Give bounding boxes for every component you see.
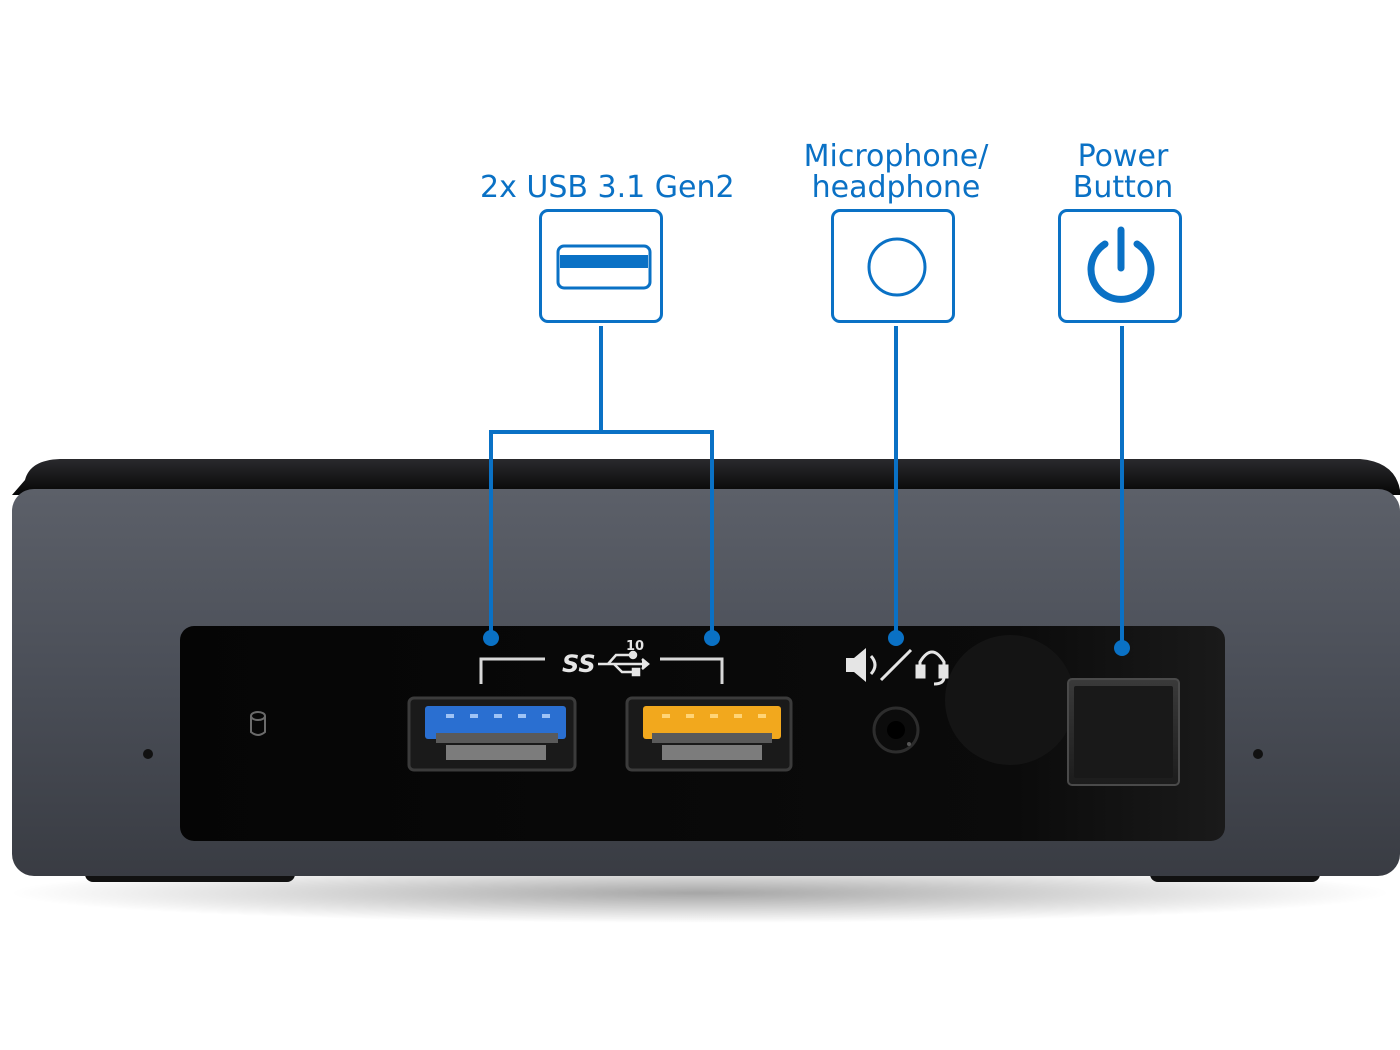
- audio-jack: [872, 706, 920, 754]
- right-indicator-dot: [1253, 749, 1263, 759]
- audio-callout-label: Microphone/ headphone: [790, 141, 1002, 203]
- usb-label-text: 2x USB 3.1 Gen2: [480, 170, 735, 205]
- headset-icon: [915, 650, 949, 686]
- usb-callout-bracket: [489, 430, 714, 638]
- audio-label-line2: headphone: [811, 170, 981, 205]
- usb-ss-logo-text: SS: [562, 650, 596, 678]
- callout-end-dots: [483, 630, 1130, 656]
- usb-port-yellow: [625, 696, 793, 772]
- audio-jack-icon: [867, 237, 927, 297]
- audio-label-line1: Microphone/: [803, 139, 989, 174]
- usb-port-blue: [407, 696, 577, 772]
- power-label-line1: Power: [1077, 139, 1169, 174]
- power-icon-box: [1058, 209, 1182, 323]
- power-icon: [1087, 226, 1155, 303]
- usb-callout-label: 2x USB 3.1 Gen2: [480, 170, 735, 205]
- floor-shadow: [10, 863, 1390, 923]
- usb-ss-marking: [479, 657, 724, 684]
- power-callout-label: Power Button: [1050, 141, 1196, 203]
- hdd-activity-icon: [250, 711, 266, 736]
- left-indicator-dot: [143, 749, 153, 759]
- speaker-icon: [846, 648, 877, 682]
- usb-speed-label: 10: [626, 639, 644, 654]
- callout-lines: [489, 326, 1124, 648]
- device-power-button: [1067, 678, 1180, 786]
- panel-reflection: [945, 635, 1075, 765]
- audio-icon-box: [831, 209, 955, 323]
- power-label-line2: Button: [1072, 170, 1174, 205]
- usb-icon-box: [539, 209, 663, 323]
- device-lid: [12, 459, 1400, 495]
- usb-trident-icon: [598, 650, 650, 677]
- audio-slash: [879, 648, 913, 682]
- usb-port-icon: [556, 244, 652, 290]
